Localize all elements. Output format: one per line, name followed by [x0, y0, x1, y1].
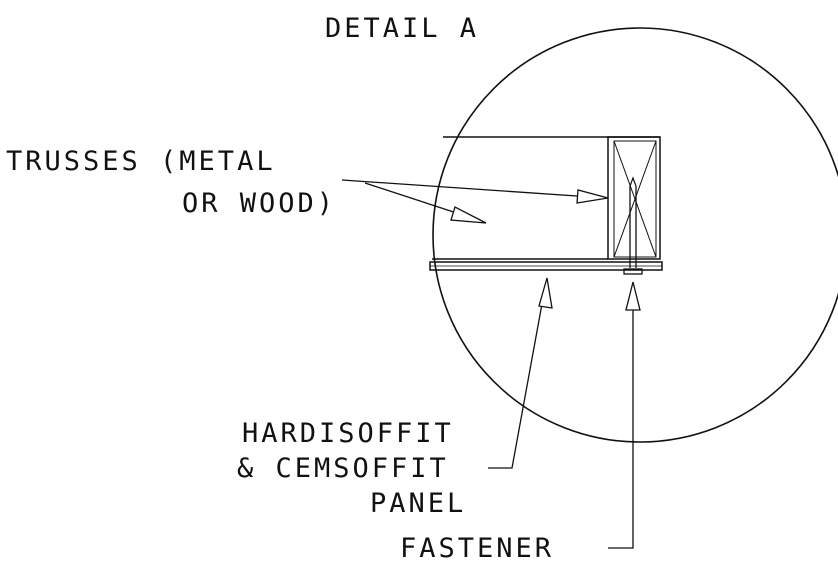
- leader-trusses-blocking: [341, 179, 607, 199]
- arrowhead-trusses-chord: [450, 206, 487, 224]
- arrowhead-soffit: [538, 277, 553, 309]
- trusses-label-line1: TRUSSES (METAL: [6, 146, 276, 177]
- leader-fastener: [608, 284, 634, 549]
- soffit-label-line1: HARDISOFFIT: [242, 418, 454, 449]
- blocking-box: [607, 136, 661, 260]
- arrowhead-trusses-blocking: [576, 189, 609, 204]
- soffit-label-line3: PANEL: [370, 488, 467, 519]
- fastener-tip: [629, 176, 637, 187]
- trusses-label-line2: OR WOOD): [182, 188, 337, 219]
- fastener-head: [623, 268, 643, 275]
- fastener-label: FASTENER: [400, 533, 555, 564]
- blocking-x-2: [613, 140, 657, 258]
- detail-title: DETAIL A: [325, 13, 480, 44]
- leader-soffit: [488, 281, 547, 469]
- blocking-box-inner: [613, 140, 657, 258]
- soffit-label-line2: & CEMSOFFIT: [237, 453, 449, 484]
- arrowhead-fastener: [625, 281, 641, 311]
- detail-circle: [432, 27, 838, 443]
